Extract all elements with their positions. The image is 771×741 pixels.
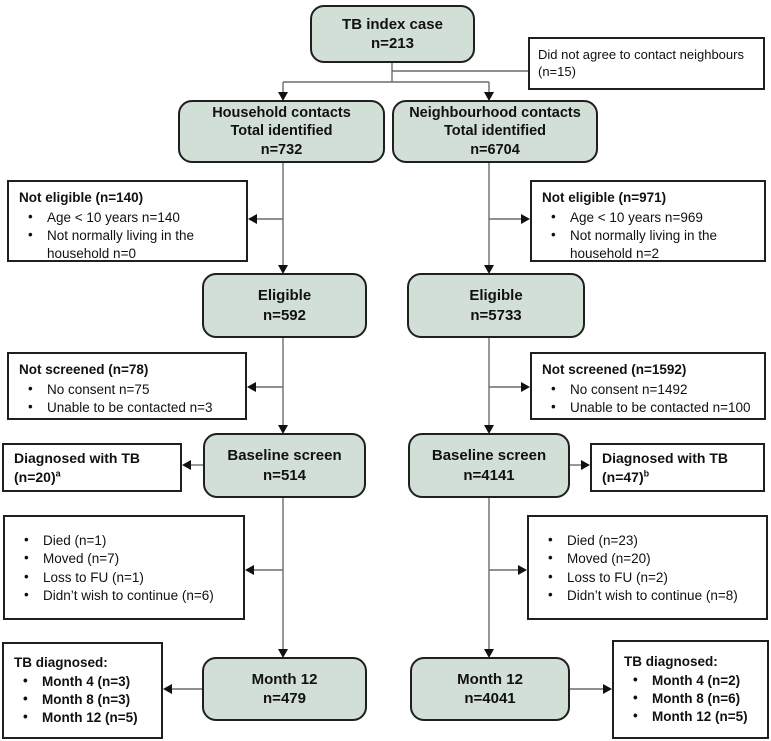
node-label: Neighbourhood contacts — [409, 104, 581, 121]
note-item: Unable to be contacted n=100 — [542, 398, 754, 417]
note-not-screened-neighbourhood: Not screened (n=1592) No consent n=1492 … — [530, 352, 766, 420]
note-item: Unable to be contacted n=3 — [19, 398, 235, 417]
note-title: Diagnosed with TB — [14, 450, 140, 467]
note-tb-diagnosed-neighbourhood: TB diagnosed: Month 4 (n=2) Month 8 (n=6… — [612, 640, 769, 739]
node-eligible-household: Eligible n=592 — [202, 273, 367, 338]
node-label: TB index case — [342, 15, 443, 33]
note-item: Age < 10 years n=140 — [19, 208, 236, 227]
note-item: Month 4 (n=3) — [14, 672, 151, 691]
note-item: Month 8 (n=3) — [14, 690, 151, 709]
node-tb-index-case: TB index case n=213 — [310, 5, 475, 63]
note-item: Month 4 (n=2) — [624, 671, 757, 690]
node-label: Month 12 — [251, 670, 318, 688]
node-label: Eligible — [257, 287, 312, 305]
note-item: Moved (n=7) — [15, 549, 233, 568]
note-item: No consent n=1492 — [542, 380, 754, 399]
node-month12-neighbourhood: Month 12 n=4041 — [410, 657, 570, 721]
note-item: Loss to FU (n=1) — [15, 567, 233, 587]
note-withdrawn-household: Died (n=1) Moved (n=7) Loss to FU (n=1) … — [3, 515, 245, 620]
node-label: Baseline screen — [431, 447, 547, 465]
node-month12-household: Month 12 n=479 — [202, 657, 367, 721]
note-withdrawn-neighbourhood: Died (n=23) Moved (n=20) Loss to FU (n=2… — [527, 515, 768, 620]
node-baseline-screen-household: Baseline screen n=514 — [203, 433, 366, 498]
note-not-screened-household: Not screened (n=78) No consent n=75 Unab… — [7, 352, 247, 420]
node-count: n=213 — [371, 35, 414, 52]
note-text-line2: (n=15) — [538, 63, 576, 79]
note-diagnosed-tb-neighbourhood: Diagnosed with TB (n=47)b — [590, 443, 765, 492]
note-title: Not eligible (n=971) — [542, 190, 667, 205]
note-text-line1: Did not agree to contact neighbours — [538, 46, 744, 62]
note-title: Not eligible (n=140) — [19, 190, 144, 205]
node-count: n=4141 — [463, 466, 515, 484]
note-title: Diagnosed with TB — [602, 450, 728, 467]
node-household-contacts: Household contacts Total identified n=73… — [178, 100, 385, 163]
node-neighbourhood-contacts: Neighbourhood contacts Total identified … — [392, 100, 598, 163]
node-count: n=4041 — [464, 690, 516, 707]
note-item: Not normally living in the household n=0 — [19, 226, 236, 263]
footnote-marker-a: a — [55, 467, 61, 478]
node-baseline-screen-neighbourhood: Baseline screen n=4141 — [408, 433, 570, 498]
node-count: n=5733 — [470, 306, 522, 324]
note-did-not-agree: Did not agree to contact neighbours (n=1… — [528, 37, 765, 90]
node-count: n=592 — [263, 306, 306, 324]
note-item: Not normally living in the household n=2 — [542, 226, 754, 263]
note-item: Month 12 (n=5) — [14, 708, 151, 727]
node-label: Eligible — [469, 287, 523, 305]
note-not-eligible-neighbourhood: Not eligible (n=971) Age < 10 years n=96… — [530, 180, 766, 262]
note-item: Age < 10 years n=969 — [542, 208, 754, 227]
note-title: TB diagnosed: — [624, 653, 718, 669]
note-title: TB diagnosed: — [14, 654, 108, 670]
node-count: n=6704 — [470, 141, 520, 158]
note-item: Moved (n=20) — [539, 549, 756, 568]
note-item: Loss to FU (n=2) — [539, 567, 756, 587]
node-count: n=514 — [263, 466, 306, 484]
note-diagnosed-tb-household: Diagnosed with TB (n=20)a — [2, 443, 182, 492]
node-label: Household contacts — [212, 104, 351, 121]
note-item: Didn’t wish to continue (n=8) — [539, 586, 756, 605]
note-title: Not screened (n=78) — [19, 362, 149, 377]
node-label: Baseline screen — [227, 447, 342, 465]
note-item: Died (n=1) — [15, 531, 233, 550]
node-count: n=732 — [260, 141, 303, 158]
note-item: Month 8 (n=6) — [624, 689, 757, 708]
node-label: Month 12 — [457, 670, 523, 688]
note-item: No consent n=75 — [19, 380, 235, 399]
note-tb-diagnosed-household: TB diagnosed: Month 4 (n=3) Month 8 (n=3… — [2, 642, 163, 739]
note-not-eligible-household: Not eligible (n=140) Age < 10 years n=14… — [7, 180, 248, 262]
footnote-marker-b: b — [643, 467, 650, 478]
note-count: (n=20)a — [14, 467, 61, 485]
node-sublabel: Total identified — [230, 123, 333, 140]
note-item: Month 12 (n=5) — [624, 707, 757, 726]
node-count: n=479 — [263, 690, 306, 707]
node-sublabel: Total identified — [443, 123, 547, 140]
note-count: (n=47)b — [602, 467, 650, 485]
note-item: Didn’t wish to continue (n=6) — [15, 586, 233, 605]
note-item: Died (n=23) — [539, 531, 756, 550]
node-eligible-neighbourhood: Eligible n=5733 — [407, 273, 585, 338]
note-title: Not screened (n=1592) — [542, 362, 687, 377]
